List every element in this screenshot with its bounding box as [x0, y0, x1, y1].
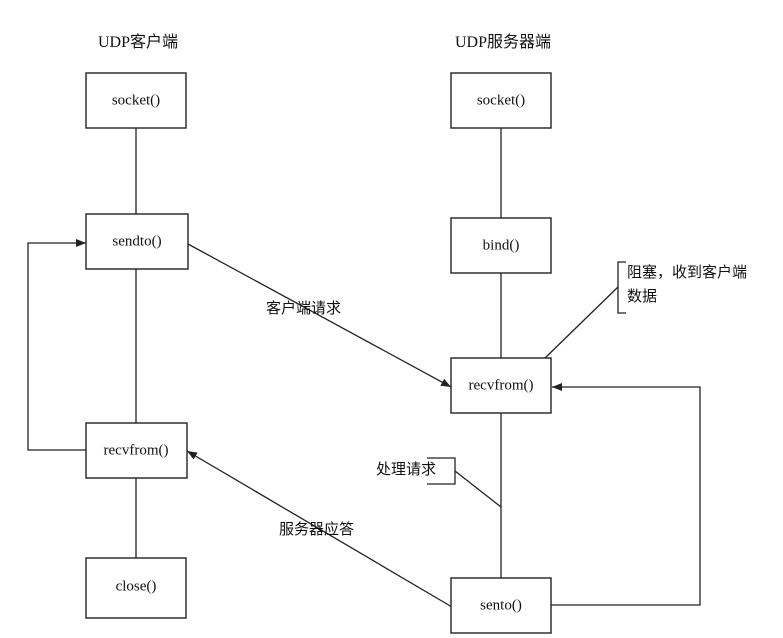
client-close-box: close() — [85, 557, 187, 619]
client-sendto-box: sendto() — [85, 213, 189, 270]
client-sendto-label: sendto() — [112, 233, 161, 249]
server-loop-arrow — [550, 383, 701, 606]
server-sendto-box: sento() — [450, 577, 552, 634]
server-response-arrow — [186, 450, 453, 608]
block-note-line2: 数据 — [627, 287, 657, 305]
block-note-line1: 阻塞，收到客户端 — [627, 263, 747, 281]
server-recvfrom-label: recvfrom() — [469, 377, 534, 393]
block-note-pointer — [544, 286, 619, 359]
process-request-label: 处理请求 — [376, 460, 436, 478]
client-close-label: close() — [116, 578, 157, 594]
server-bind-label: bind() — [483, 237, 520, 253]
block-note-bracket — [617, 261, 626, 314]
process-note-pointer — [454, 470, 502, 508]
process-note-bracket — [427, 457, 456, 485]
client-socket-label: socket() — [112, 92, 160, 108]
server-column-title: UDP服务器端 — [455, 33, 551, 51]
client-recvfrom-label: recvfrom() — [104, 442, 169, 458]
server-recvfrom-box: recvfrom() — [450, 357, 552, 414]
client-request-label: 客户端请求 — [266, 299, 341, 317]
server-sendto-label: sento() — [480, 597, 522, 613]
client-loop-arrow — [27, 239, 86, 451]
server-response-label: 服务器应答 — [279, 520, 354, 538]
client-socket-box: socket() — [85, 72, 187, 129]
client-column-title: UDP客户端 — [98, 33, 178, 51]
client-request-arrow — [187, 243, 452, 388]
server-bind-box: bind() — [450, 217, 552, 274]
client-recvfrom-box: recvfrom() — [85, 422, 188, 479]
server-socket-label: socket() — [477, 92, 525, 108]
server-socket-box: socket() — [450, 72, 552, 129]
